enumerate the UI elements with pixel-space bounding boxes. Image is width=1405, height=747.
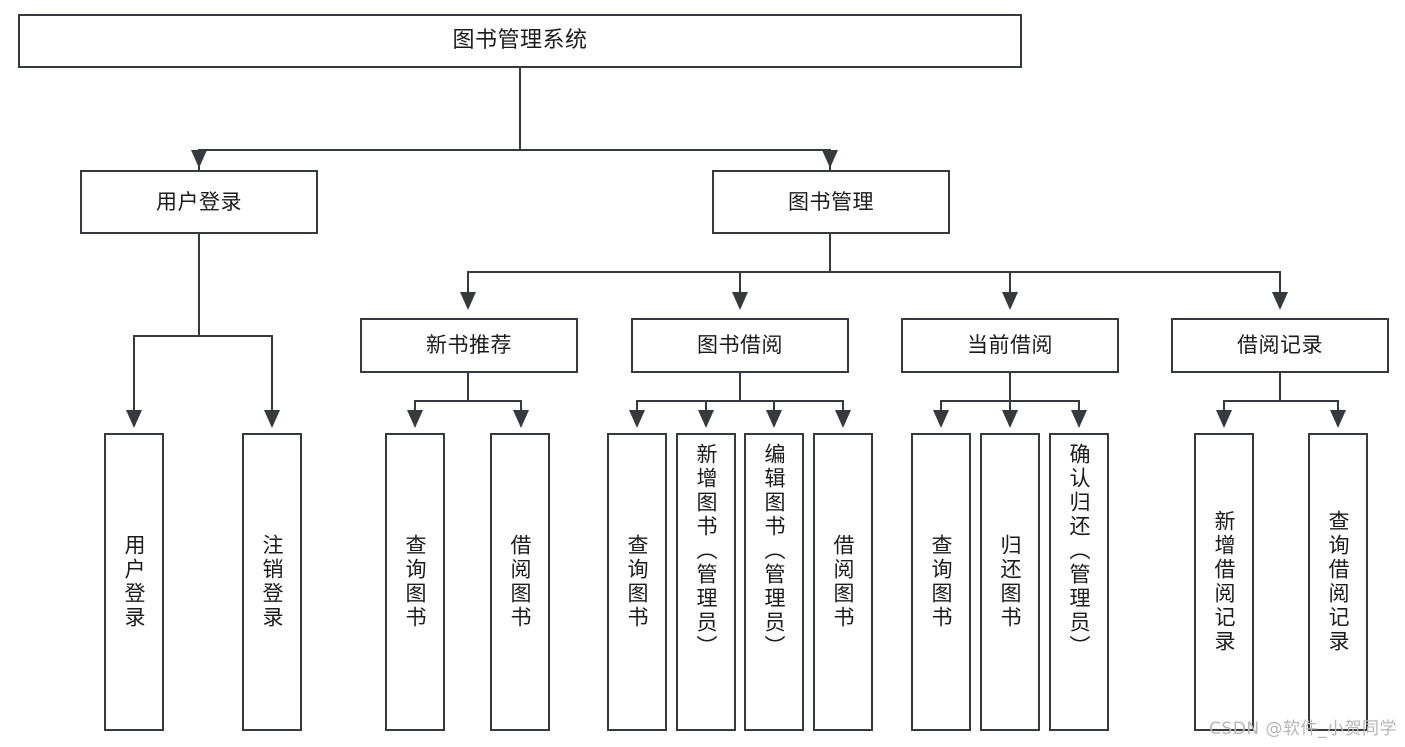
- connector-borrowrecord-to-leaf-1: [1223, 400, 1225, 418]
- leaf-label: 归还图书: [998, 534, 1023, 630]
- arrow-bookborrow-to-leaf-2: [698, 410, 714, 428]
- leaf-label: 编辑图书（管理员）: [762, 443, 787, 659]
- arrow-newbook-to-leaf-1: [407, 410, 423, 428]
- connector-userlogin-stem: [198, 234, 200, 336]
- node-user-login[interactable]: 用户登录: [80, 170, 318, 234]
- csdn-watermark: CSDN @软件_小贺同学: [1209, 719, 1397, 739]
- arrow-root-to-userlogin: [191, 150, 207, 168]
- leaf-label: 查询图书: [929, 534, 954, 630]
- leaf-logout[interactable]: 注销登录: [242, 433, 302, 731]
- connector-userlogin-bar: [133, 335, 272, 337]
- node-label: 图书借阅: [697, 333, 783, 358]
- connector-bookborrow-stem: [739, 373, 741, 401]
- connector-currentborrow-to-leaf-1: [940, 400, 942, 418]
- leaf-label: 确认归还（管理员）: [1067, 443, 1092, 659]
- leaf-label: 查询图书: [625, 534, 650, 630]
- leaf-label: 新增图书（管理员）: [694, 443, 719, 659]
- connector-bookborrow-to-leaf-3: [773, 400, 775, 418]
- arrow-newbook-to-leaf-2: [513, 410, 529, 428]
- arrow-borrowrecord-to-leaf-2: [1330, 410, 1346, 428]
- connector-bookmgmt-bar: [467, 271, 1280, 273]
- node-borrow-record[interactable]: 借阅记录: [1171, 318, 1389, 373]
- arrow-currentborrow-to-leaf-3: [1071, 410, 1087, 428]
- node-current-borrow[interactable]: 当前借阅: [901, 318, 1119, 373]
- connector-bookborrow-to-leaf-4: [842, 400, 844, 418]
- leaf-label: 用户登录: [122, 534, 147, 630]
- node-label: 借阅记录: [1237, 333, 1323, 358]
- node-book-borrow[interactable]: 图书借阅: [631, 318, 849, 373]
- leaf-query-book-borrow[interactable]: 查询图书: [607, 433, 667, 731]
- leaf-label: 查询借阅记录: [1326, 510, 1351, 654]
- arrow-bookborrow-to-leaf-3: [766, 410, 782, 428]
- connector-borrowrecord-bar: [1223, 400, 1337, 402]
- node-book-management[interactable]: 图书管理: [712, 170, 950, 234]
- node-label: 新书推荐: [426, 333, 512, 358]
- leaf-add-borrow-record[interactable]: 新增借阅记录: [1194, 433, 1254, 731]
- connector-newbook-to-leaf-1: [414, 400, 416, 418]
- arrow-userlogin-to-leaf-2: [264, 410, 280, 428]
- connector-newbook-bar: [414, 400, 521, 402]
- node-label: 当前借阅: [967, 333, 1053, 358]
- connector-currentborrow-to-leaf-2: [1009, 400, 1011, 418]
- connector-newbook-to-leaf-2: [520, 400, 522, 418]
- node-label: 图书管理: [788, 189, 874, 214]
- connector-borrowrecord-to-leaf-2: [1337, 400, 1339, 418]
- node-root-system[interactable]: 图书管理系统: [18, 14, 1022, 68]
- arrow-bookmgmt-to-branch-3: [1002, 292, 1018, 310]
- connector-root-stem: [519, 68, 521, 150]
- connector-bookmgmt-to-branch-1: [467, 271, 469, 301]
- connector-bookborrow-to-leaf-2: [705, 400, 707, 418]
- leaf-borrow-book[interactable]: 借阅图书: [813, 433, 873, 731]
- arrow-bookmgmt-to-branch-2: [732, 292, 748, 310]
- connector-bookborrow-to-leaf-1: [636, 400, 638, 418]
- arrow-bookborrow-to-leaf-4: [835, 410, 851, 428]
- connector-bookborrow-bar: [636, 400, 844, 402]
- leaf-query-borrow-record[interactable]: 查询借阅记录: [1308, 433, 1368, 731]
- connector-bookmgmt-to-branch-3: [1009, 271, 1011, 301]
- leaf-label: 查询图书: [403, 534, 428, 630]
- leaf-label: 注销登录: [260, 534, 285, 630]
- leaf-return-book[interactable]: 归还图书: [980, 433, 1040, 731]
- arrow-userlogin-to-leaf-1: [126, 410, 142, 428]
- arrow-bookmgmt-to-branch-1: [460, 292, 476, 310]
- connector-bookmgmt-to-branch-2: [739, 271, 741, 301]
- leaf-edit-book-admin[interactable]: 编辑图书（管理员）: [744, 433, 804, 731]
- connector-borrowrecord-stem: [1279, 373, 1281, 401]
- connector-bookmgmt-stem: [829, 234, 831, 272]
- leaf-label: 新增借阅记录: [1212, 510, 1237, 654]
- leaf-query-book-recommend[interactable]: 查询图书: [385, 433, 445, 731]
- connector-userlogin-to-leaf-1: [133, 335, 135, 418]
- leaf-label: 借阅图书: [831, 534, 856, 630]
- node-label: 用户登录: [156, 189, 242, 214]
- leaf-label: 借阅图书: [508, 534, 533, 630]
- connector-root-bar: [198, 149, 831, 151]
- arrow-currentborrow-to-leaf-2: [1002, 410, 1018, 428]
- connector-newbook-stem: [467, 373, 469, 401]
- connector-currentborrow-to-leaf-3: [1078, 400, 1080, 418]
- arrow-root-to-bookmgmt: [822, 150, 838, 168]
- node-new-book-recommend[interactable]: 新书推荐: [360, 318, 578, 373]
- leaf-add-book-admin[interactable]: 新增图书（管理员）: [676, 433, 736, 731]
- leaf-borrow-book-recommend[interactable]: 借阅图书: [490, 433, 550, 731]
- arrow-borrowrecord-to-leaf-1: [1216, 410, 1232, 428]
- connector-userlogin-to-leaf-2: [271, 335, 273, 418]
- leaf-user-login[interactable]: 用户登录: [104, 433, 164, 731]
- connector-bookmgmt-to-branch-4: [1279, 271, 1281, 301]
- leaf-confirm-return-admin[interactable]: 确认归还（管理员）: [1049, 433, 1109, 731]
- arrow-bookborrow-to-leaf-1: [629, 410, 645, 428]
- connector-currentborrow-stem: [1009, 373, 1011, 401]
- arrow-currentborrow-to-leaf-1: [933, 410, 949, 428]
- leaf-query-book-current[interactable]: 查询图书: [911, 433, 971, 731]
- node-label: 图书管理系统: [452, 28, 588, 54]
- arrow-bookmgmt-to-branch-4: [1272, 292, 1288, 310]
